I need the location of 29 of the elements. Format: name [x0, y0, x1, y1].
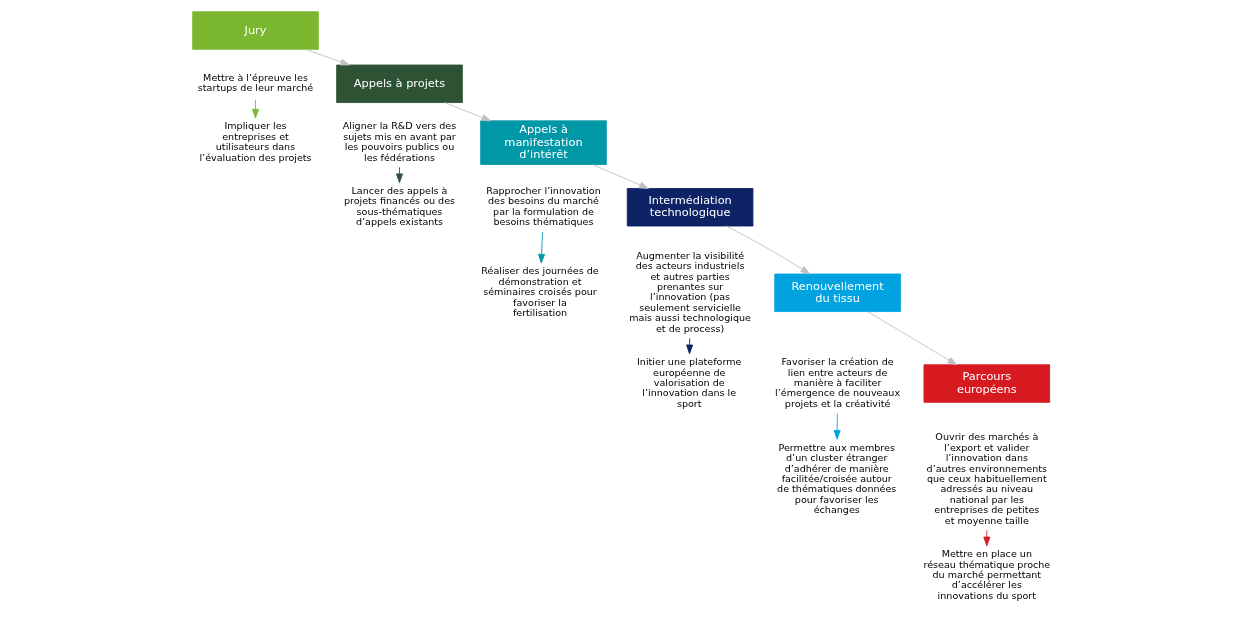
arrow — [725, 225, 810, 275]
arrow — [982, 529, 990, 547]
node-text: Permettre aux membres d’un cluster étranger d’adhérer de manière facilitée/croisée autour de thématiques données pour favoriser les échanges — [776, 441, 896, 516]
node-text: Impliquer les entreprises et utilisateurs dans l’évaluation des projets — [198, 120, 312, 163]
arrow — [591, 164, 649, 189]
arrow — [685, 338, 693, 355]
arrow — [443, 102, 491, 122]
node-text: Rapprocher l’innovation des besoins du marché par la formulation de besoins thématiques — [485, 185, 601, 228]
arrow — [537, 231, 545, 264]
node-box: Jury — [191, 11, 319, 50]
node-box: Appels à manifestation d’intérêt — [479, 120, 607, 165]
node-text: Réaliser des journées de démonstration et séminaires croisés pour favoriser la fertilisation — [480, 265, 599, 319]
arrow — [395, 166, 403, 184]
node-box: Renouvellement du tissu — [773, 273, 901, 312]
arrow — [304, 49, 350, 66]
node-box: Appels à projets — [335, 64, 463, 103]
node-box: Intermédiation technologique — [626, 188, 753, 227]
node-text: Initier une plateforme européenne de valorisation de l’innovation dans le sport — [636, 356, 741, 409]
arrow — [251, 99, 259, 119]
node-text: Lancer des appels à projets financés ou des sous-thématiques d’appels existants — [343, 185, 455, 228]
node-text: Mettre en place un réseau thématique proche du marché permettant d’accélérer les innovations du sport — [922, 548, 1050, 601]
node-text: Ouvrir des marchés à l’export et valider l’innovation dans d’autres environnements que ceux habituellement adressés au niveau national par les entreprises de petites et moyenne taille — [926, 431, 1047, 526]
node-box: Parcours européens — [923, 364, 1050, 403]
node-text: Favoriser la création de lien entre acteurs de manière à faciliter l’émergence de nouveaux projets et la créativité — [774, 356, 900, 409]
node-text: Augmenter la visibilité des acteurs industriels et autres parties prenantes sur l’innovation (pas seulement servicielle mais aussi technologique et de process) — [628, 249, 751, 334]
arrow — [833, 413, 841, 440]
arrow — [866, 311, 957, 366]
node-text: Mettre à l’épreuve les startups de leur marché — [197, 71, 313, 94]
node-text: Aligner la R&D vers des sujets mis en avant par les pouvoirs publics ou les fédérations — [342, 120, 456, 163]
